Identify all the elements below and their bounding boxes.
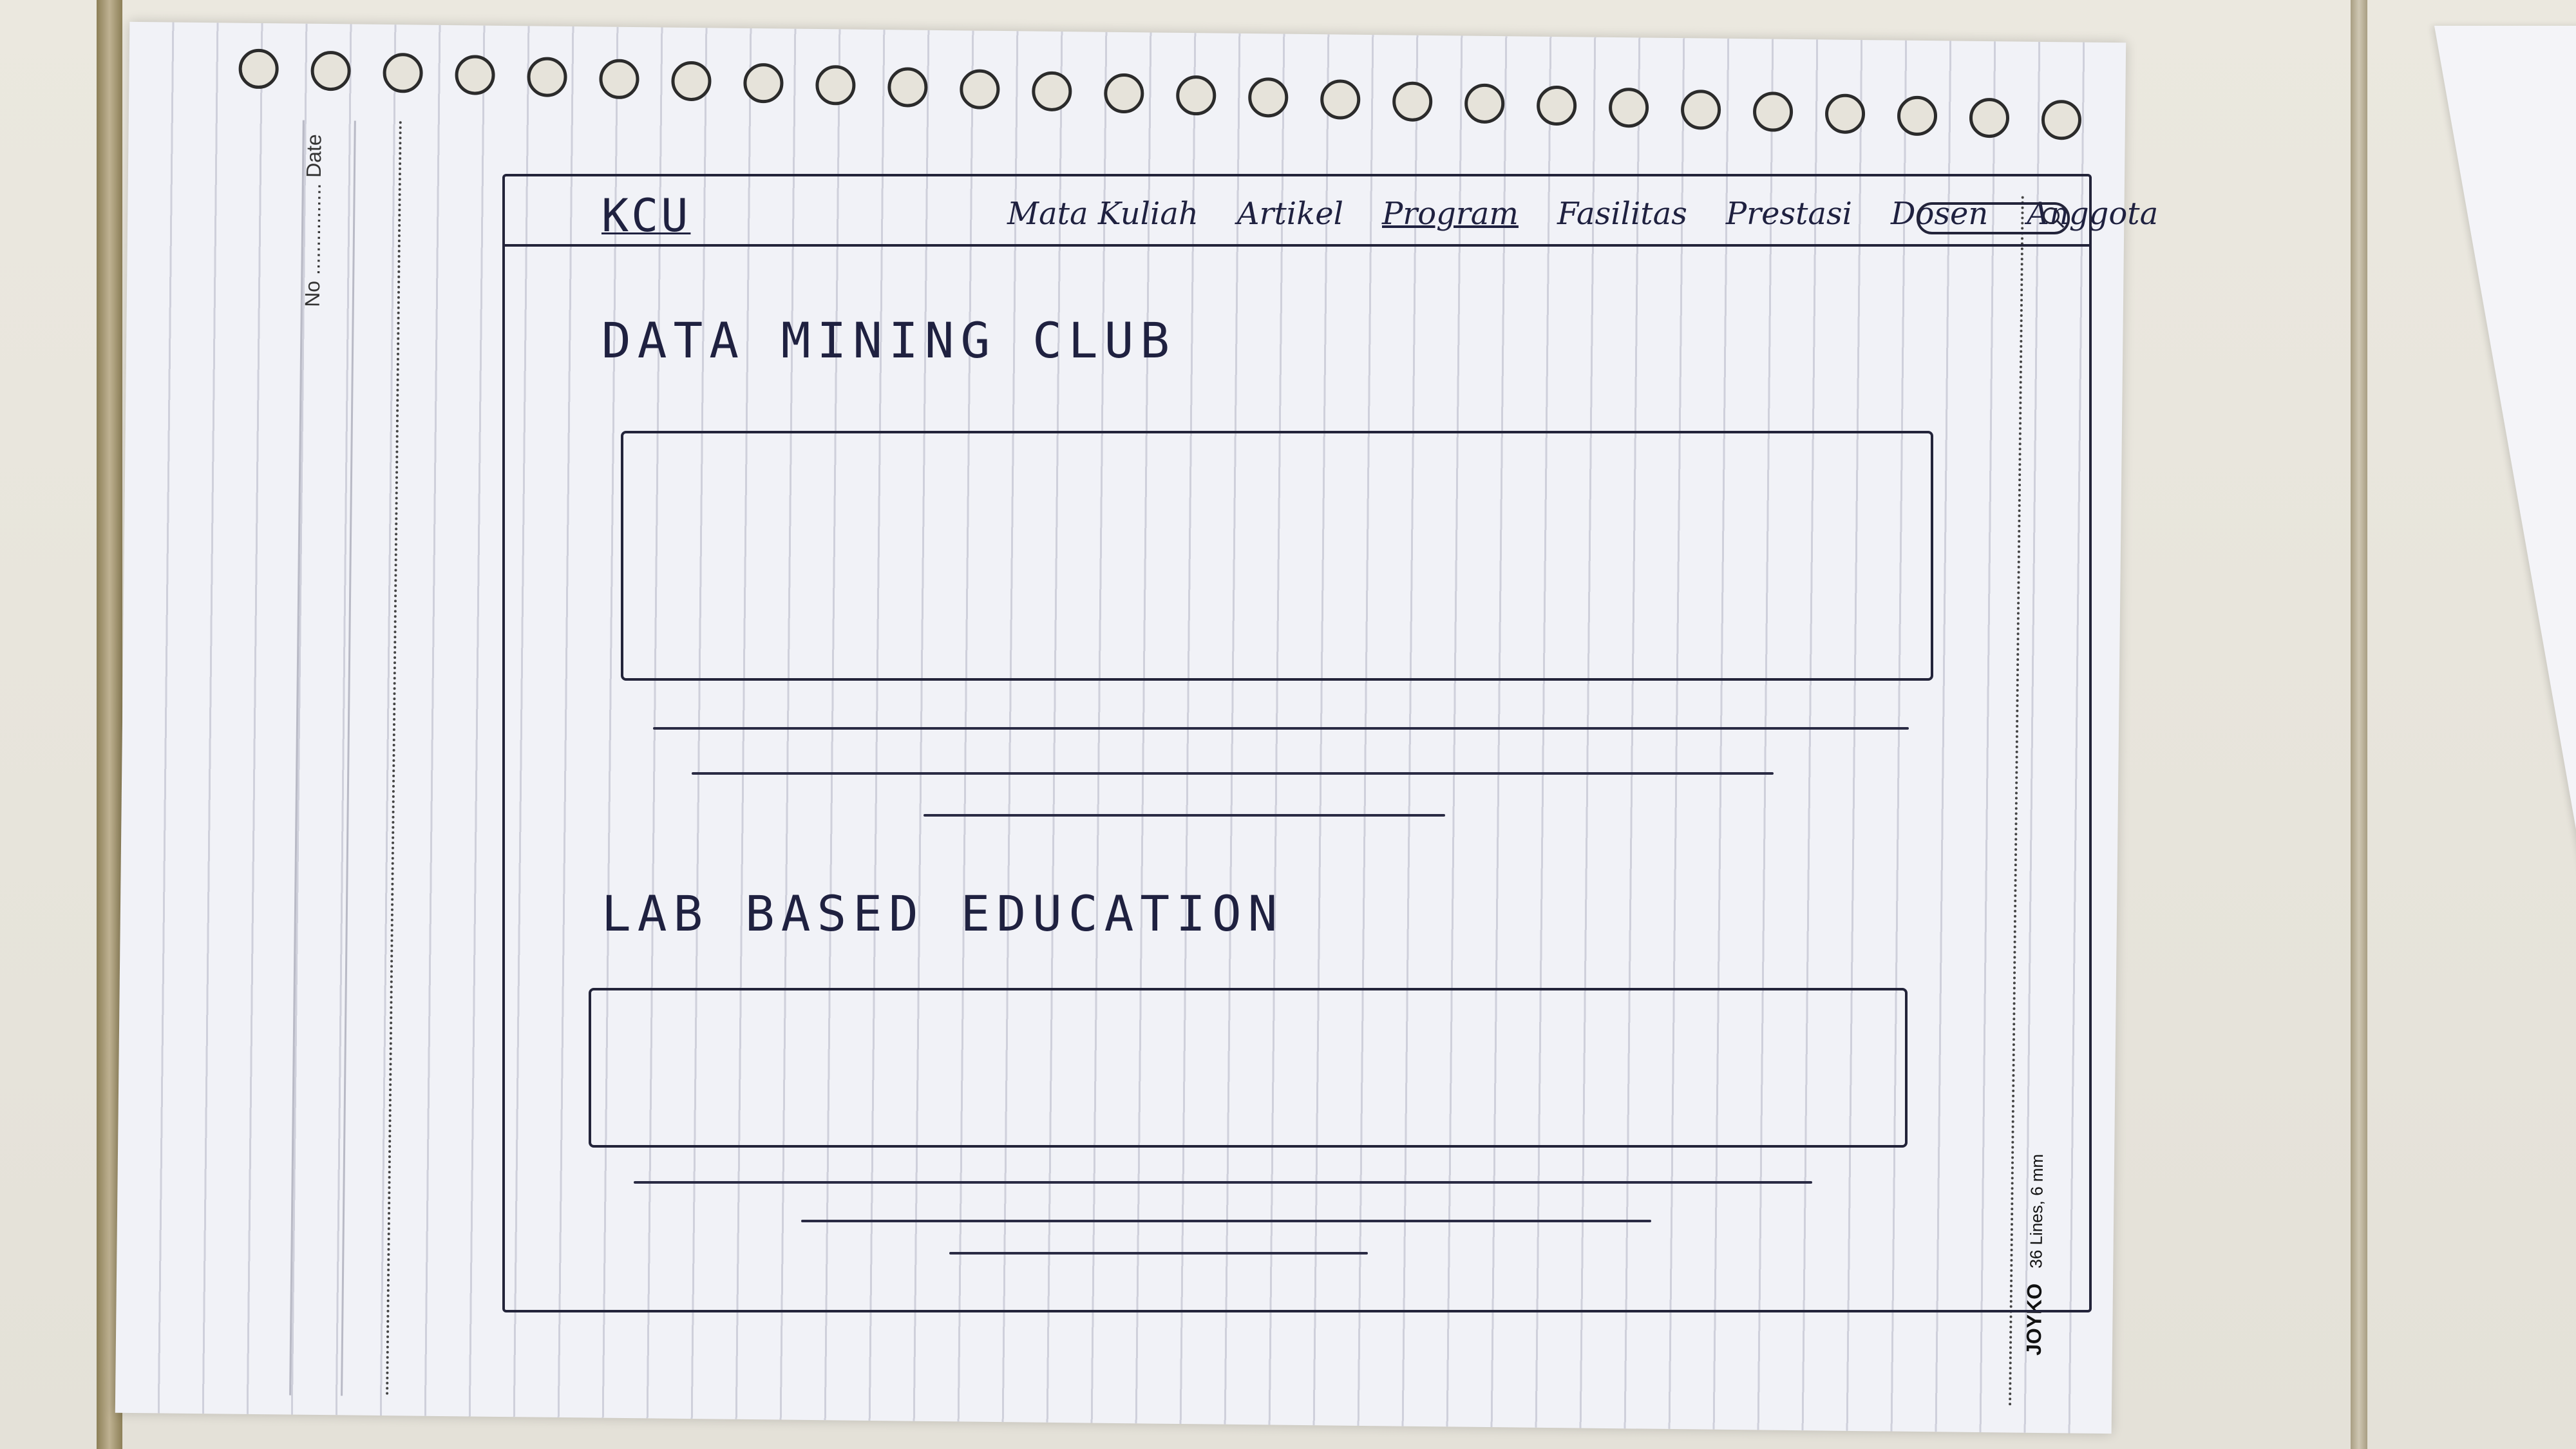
section-1-image-placeholder [621,431,1933,681]
binding-hole [671,61,712,102]
binding-hole [960,69,1000,109]
section-2-text-line [949,1252,1368,1255]
no-label: No [300,280,325,308]
binding-hole [1608,87,1649,128]
binding-hole [1969,97,2010,138]
binding-hole [887,67,928,108]
section-2-image-placeholder [589,988,1908,1148]
wireframe-page: KCU Mata Kuliah Artikel Program Fasilita… [502,174,2158,1312]
nav-item-mata-kuliah[interactable]: Mata Kuliah [1007,196,1198,232]
binding-hole [1103,73,1144,114]
binding-hole [1752,91,1794,132]
binding-hole [1680,90,1721,130]
binding-hole [1032,71,1072,112]
no-date-field: No ................ Date [300,134,326,308]
nav-item-program[interactable]: Program [1381,196,1519,232]
binding-hole [238,48,279,90]
search-input[interactable] [1917,202,2070,234]
nav-item-prestasi[interactable]: Prestasi [1725,196,1852,232]
binding-hole [815,64,856,106]
binding-hole [2041,99,2082,140]
section-2-text-line [634,1181,1812,1184]
binding-hole [743,62,784,104]
binding-hole [1464,83,1505,124]
binding-hole [599,59,639,100]
section-1-text-line [653,727,1909,730]
section-2-text-line [801,1220,1651,1222]
site-logo[interactable]: KCU [601,189,691,242]
binding-hole [455,55,495,95]
search-icon[interactable] [2043,207,2060,224]
section-1-text-line [923,814,1445,817]
binding-hole [1175,75,1217,116]
tile-seam-right [2351,0,2367,1449]
binding-hole [1392,81,1433,122]
binding-hole [310,50,351,91]
nav-item-dosen[interactable]: Dosen [1891,196,1989,232]
binding-hole [383,52,423,93]
binding-hole [1536,85,1577,126]
section-title-data-mining-club: DATA MINING CLUB [601,312,1177,369]
section-1-text-line [692,772,1774,775]
nav-item-artikel[interactable]: Artikel [1236,196,1343,232]
binding-hole [1897,95,1938,137]
binding-hole [1247,77,1289,118]
binding-hole [1320,79,1361,120]
top-navbar: KCU Mata Kuliah Artikel Program Fasilita… [505,176,2158,247]
nav-item-fasilitas[interactable]: Fasilitas [1557,196,1687,232]
binding-hole [527,57,567,97]
section-title-lab-based-education: LAB BASED EDUCATION [601,885,1284,942]
date-label: Date [301,134,326,178]
binding-hole [1824,93,1866,135]
